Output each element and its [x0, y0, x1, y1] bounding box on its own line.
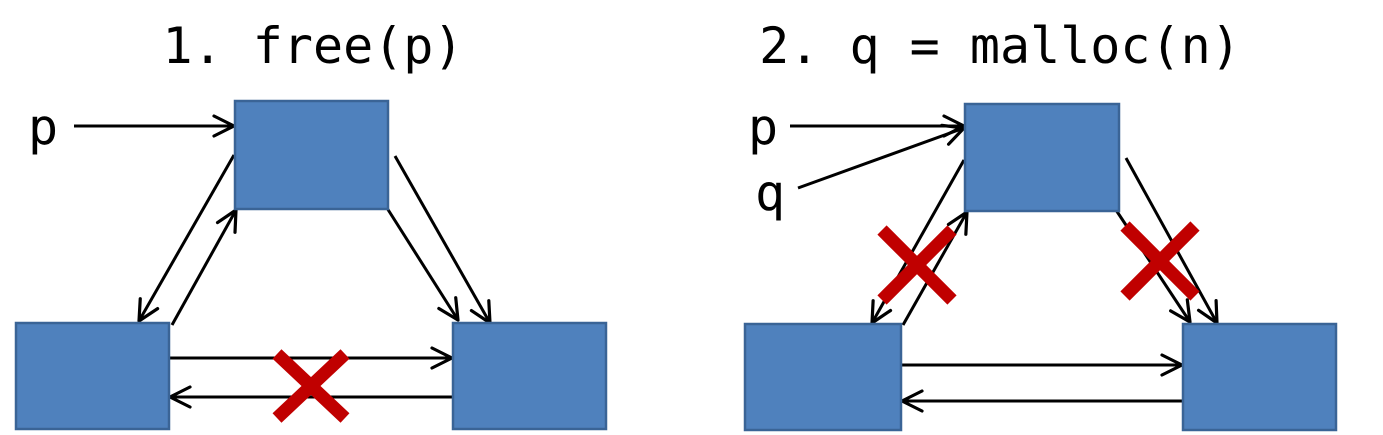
pointer-label-p: p — [28, 98, 58, 156]
removed-link-cross-left — [877, 225, 957, 305]
node-top — [233, 99, 390, 211]
panel-title-free: 1. free(p) — [162, 17, 463, 75]
node-bottom-right — [1181, 322, 1338, 432]
pointer-arrow-q — [797, 123, 966, 190]
node-bottom-left — [743, 322, 903, 432]
arrow-top-to-right-outer — [393, 155, 492, 325]
arrow-left-to-top — [170, 208, 238, 326]
panel-malloc: 2. q = malloc(n) p q — [743, 17, 1338, 432]
arrow-top-to-right-inner — [385, 207, 460, 322]
node-bottom-left — [14, 321, 171, 431]
panel-title-malloc: 2. q = malloc(n) — [759, 17, 1241, 75]
node-bottom-right — [451, 321, 608, 431]
removed-link-cross-right — [1120, 221, 1200, 301]
panel-free: 1. free(p) p — [14, 17, 608, 431]
arrow-left-to-top — [901, 210, 969, 326]
pointer-label-p: p — [748, 98, 778, 156]
pointer-label-q: q — [755, 164, 785, 222]
node-top — [963, 102, 1121, 213]
removed-link-cross — [272, 349, 350, 423]
arrow-top-to-left — [137, 154, 236, 323]
